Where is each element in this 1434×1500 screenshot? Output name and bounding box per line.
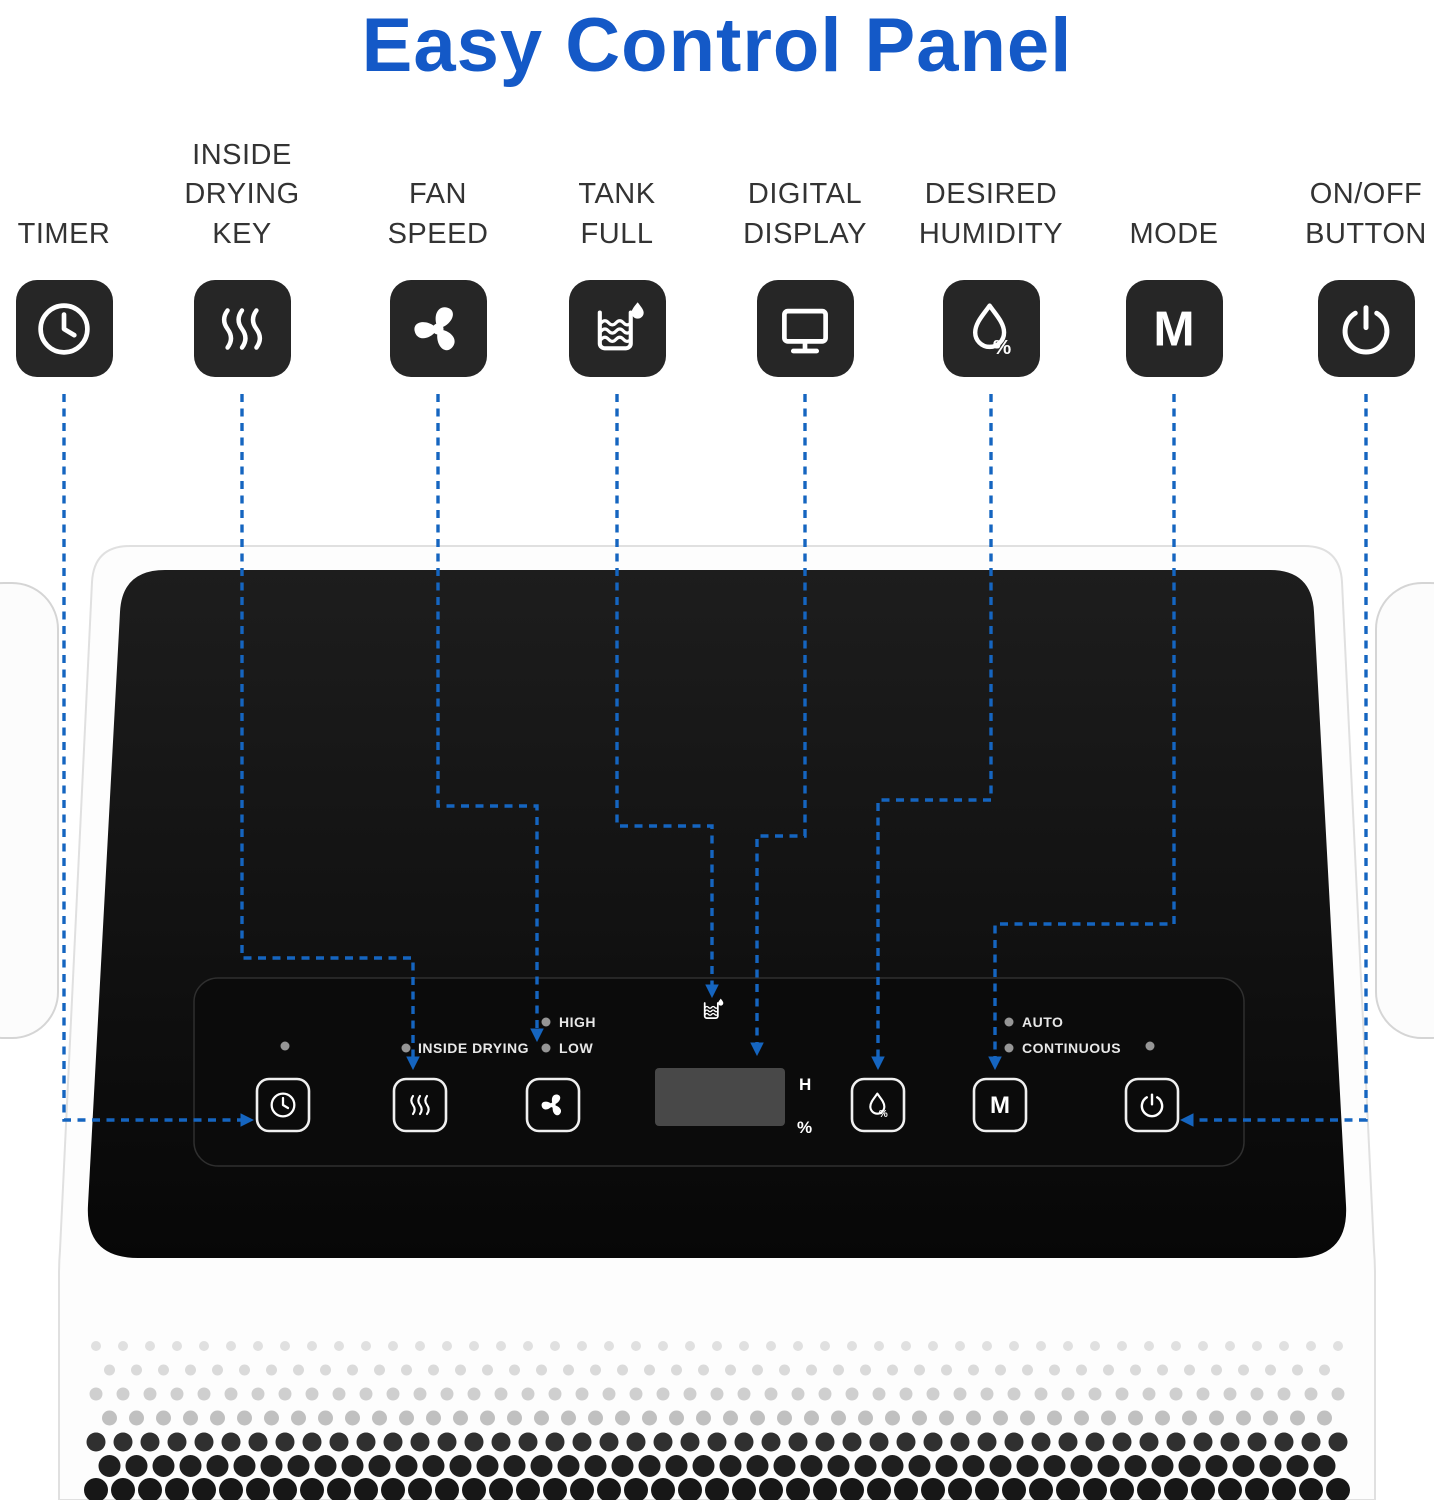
power-led	[1145, 1041, 1155, 1051]
power-icon	[1317, 280, 1415, 377]
desired-humidity-button[interactable]	[850, 1077, 906, 1133]
heat-waves-icon	[411, 1096, 428, 1114]
fan-icon	[389, 280, 487, 377]
connectors	[62, 394, 1368, 1127]
inside-drying-led	[401, 1043, 411, 1053]
fan-high-led	[541, 1017, 551, 1027]
connector-fan-speed	[436, 394, 544, 1043]
feature-on-off: ON/OFF BUTTON	[1271, 132, 1434, 377]
connector-timer	[62, 394, 255, 1127]
front-grille-dots	[84, 1341, 1350, 1500]
power-button[interactable]	[1124, 1077, 1180, 1133]
control-strip	[193, 977, 1245, 1167]
feature-fan-speed: FAN SPEED	[343, 132, 533, 377]
mode-m-icon	[1125, 280, 1223, 377]
dehumidifier-device: INSIDE DRYING HIGH LOW AUTO CONTINUOUS H…	[0, 545, 1434, 1500]
mode-auto-label: AUTO	[1022, 1014, 1063, 1030]
mode-m-icon	[990, 1092, 1010, 1119]
device-body	[58, 545, 1376, 1500]
display-hours-label: H	[799, 1075, 811, 1094]
left-handle	[0, 582, 59, 1039]
fan-low-label: LOW	[559, 1040, 593, 1056]
right-handle	[1375, 582, 1434, 1039]
connector-desired-humidity	[871, 394, 993, 1071]
mode-auto-led	[1004, 1017, 1014, 1027]
feature-mode: MODE	[1079, 132, 1269, 377]
fan-icon	[540, 1094, 562, 1116]
clock-icon	[270, 1092, 296, 1118]
feature-label-timer: TIMER	[17, 217, 111, 250]
humidity-percent-icon	[869, 1092, 889, 1121]
connector-digital-display	[750, 394, 807, 1057]
feature-inside-drying: INSIDE DRYING KEY	[147, 132, 337, 377]
feature-label-digital-display: DIGITAL DISPLAY	[743, 178, 867, 250]
top-panel	[87, 570, 1347, 1258]
feature-label-inside-drying: INSIDE DRYING KEY	[184, 138, 300, 250]
mode-button[interactable]	[972, 1077, 1028, 1133]
feature-tank-full: TANK FULL	[522, 132, 712, 377]
fan-high-label: HIGH	[559, 1014, 596, 1030]
feature-label-desired-humidity: DESIRED HUMIDITY	[918, 178, 1064, 250]
feature-label-fan-speed: FAN SPEED	[387, 178, 489, 250]
fan-speed-button[interactable]	[525, 1077, 581, 1133]
timer-led	[280, 1041, 290, 1051]
inside-drying-label: INSIDE DRYING	[418, 1040, 529, 1056]
mode-continuous-led	[1004, 1043, 1014, 1053]
feature-label-tank-full: TANK FULL	[578, 178, 656, 250]
humidity-percent-icon	[942, 280, 1040, 377]
heat-waves-icon	[193, 280, 291, 377]
timer-button[interactable]	[255, 1077, 311, 1133]
clock-icon	[15, 280, 113, 377]
inside-drying-button[interactable]	[392, 1077, 448, 1133]
feature-label-mode: MODE	[1129, 217, 1219, 250]
feature-timer: TIMER	[0, 132, 159, 377]
connector-tank-full	[615, 394, 719, 999]
display-percent-label: %	[797, 1118, 812, 1137]
digital-display-icon	[756, 280, 854, 377]
connector-inside-drying	[240, 394, 420, 1071]
mode-continuous-label: CONTINUOUS	[1022, 1040, 1121, 1056]
connector-mode	[988, 394, 1176, 1071]
power-icon	[1140, 1093, 1164, 1118]
tank-full-indicator-icon	[703, 997, 725, 1020]
feature-desired-humidity: DESIRED HUMIDITY	[896, 132, 1086, 377]
feature-digital-display: DIGITAL DISPLAY	[710, 132, 900, 377]
tank-full-icon	[568, 280, 666, 377]
page-title: Easy Control Panel	[361, 3, 1073, 88]
feature-label-on-off: ON/OFF BUTTON	[1305, 178, 1427, 250]
fan-low-led	[541, 1043, 551, 1053]
connector-on-off	[1179, 394, 1368, 1127]
digital-display	[655, 1068, 785, 1126]
